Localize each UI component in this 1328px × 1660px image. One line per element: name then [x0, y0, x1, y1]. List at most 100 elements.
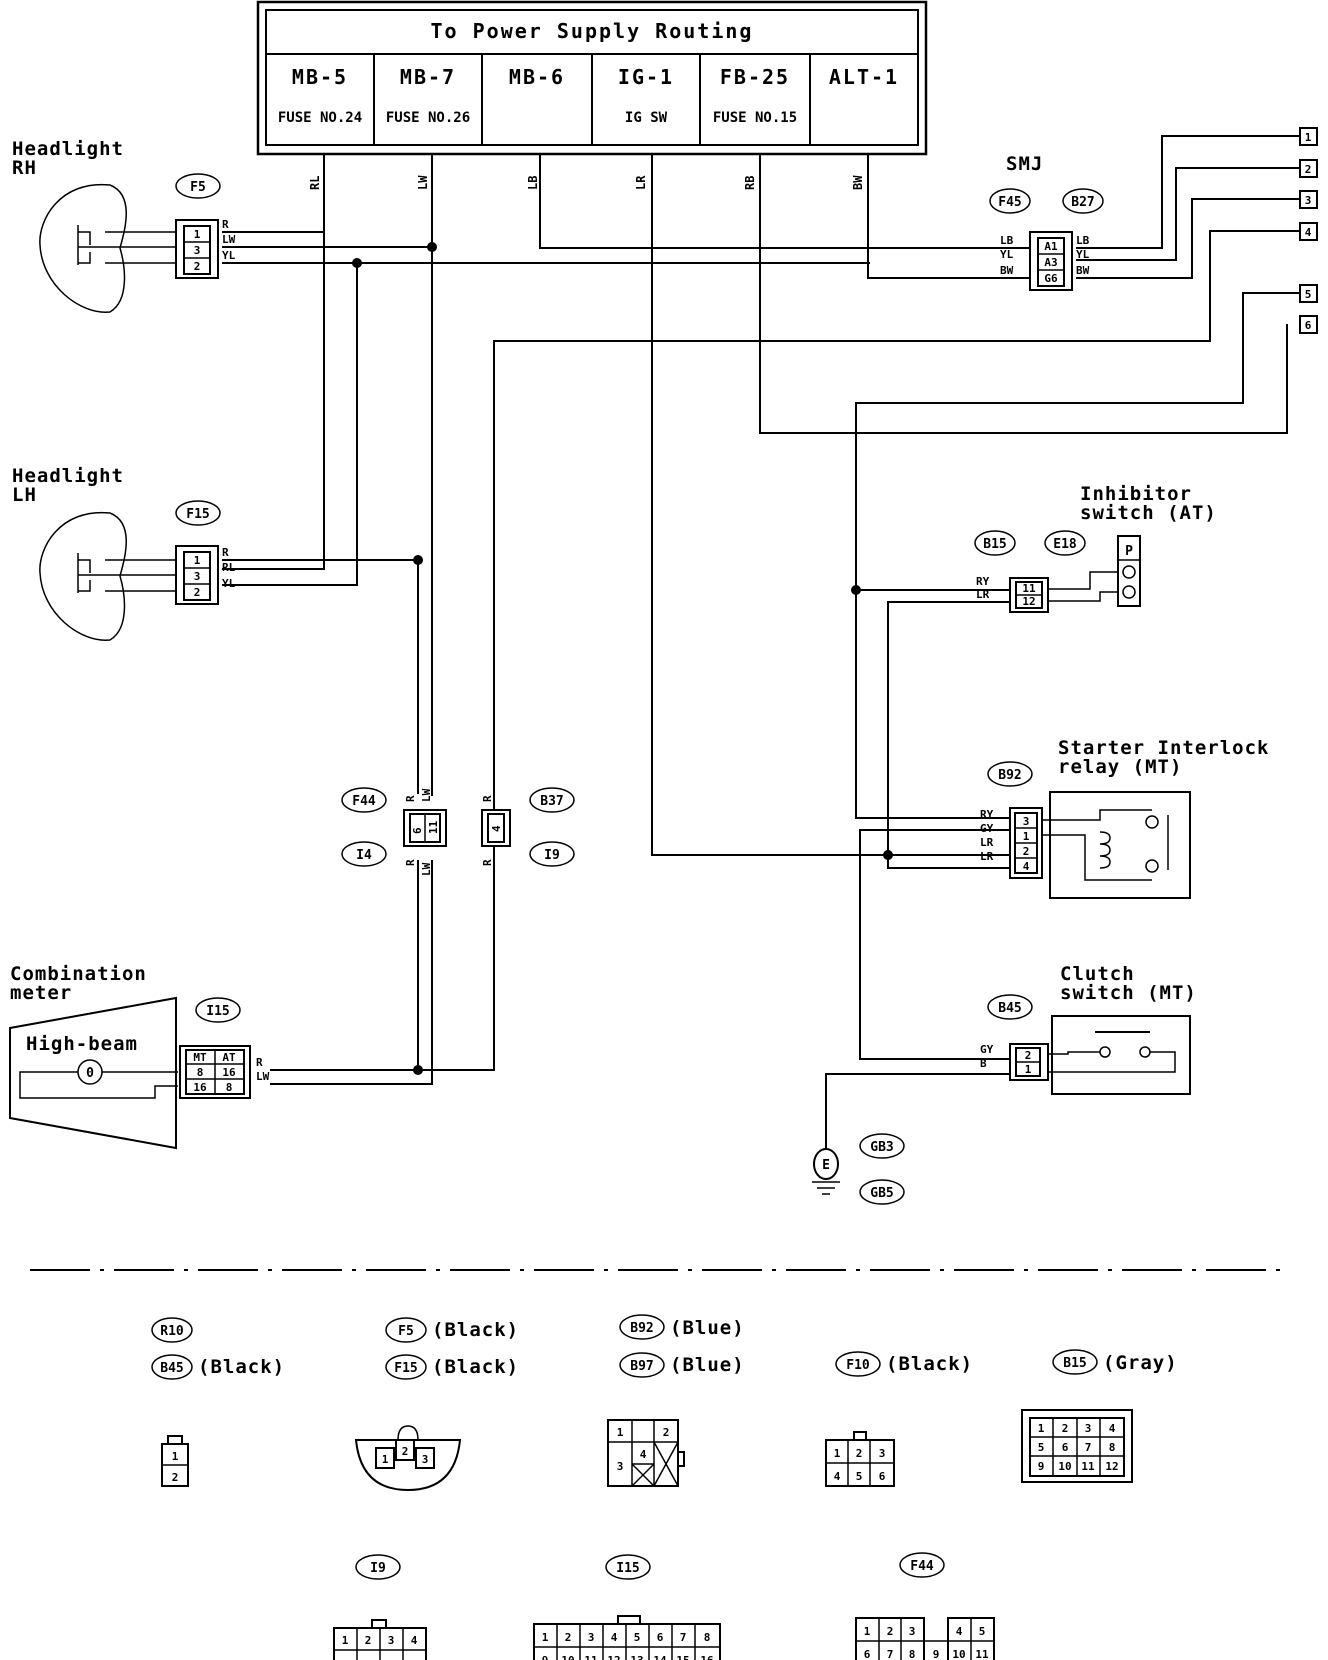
connector-tag-label: F44 [352, 794, 376, 809]
inhibitor-label-2: switch (AT) [1080, 502, 1217, 524]
connector-tag-label: GB5 [870, 1186, 893, 1201]
pin-label: 1 [342, 1634, 349, 1647]
pin-label: A1 [1044, 240, 1058, 253]
connector-tag-label: GB3 [870, 1140, 893, 1155]
power-box-title: To Power Supply Routing [431, 19, 754, 43]
pin-label: 4 [1109, 1422, 1116, 1435]
pin-label: 1 [194, 554, 201, 567]
pin-label: 3 [388, 1634, 395, 1647]
pin-label: 2 [1025, 1049, 1032, 1062]
legend-tag: F15 [394, 1361, 417, 1376]
pin-label: 4 [834, 1470, 841, 1483]
pin-label: 3 [1085, 1422, 1092, 1435]
pin-label: 10 [952, 1648, 965, 1660]
connector-tag [175, 500, 221, 526]
pin-label: 2 [887, 1625, 894, 1638]
connector-tag [175, 173, 221, 199]
wire-label: BW [1000, 264, 1014, 277]
power-cell-sub: FUSE NO.26 [386, 110, 470, 126]
wire-label: LW [222, 233, 236, 246]
pin-label: 2 [365, 1634, 372, 1647]
wire-label: LR [976, 588, 990, 601]
pin-label: 4 [611, 1631, 618, 1644]
off-page-connectors: 1 2 3 4 5 6 [1299, 127, 1318, 334]
pin-label: G6 [1044, 272, 1058, 285]
power-cell-name: MB-6 [509, 65, 565, 89]
connector-tag-label: B92 [998, 768, 1021, 783]
headlight-lh-label: Headlight [12, 465, 124, 487]
pin-label: 2 [856, 1447, 863, 1460]
connector-tag-label: I15 [206, 1004, 229, 1019]
legend-color: (Black) [198, 1356, 285, 1378]
wire-label: LB [1000, 234, 1014, 247]
pin-label: 3 [588, 1631, 595, 1644]
pin-label: 2 [194, 260, 201, 273]
pin-label: 5 [979, 1625, 986, 1638]
wire-label: YL [222, 249, 236, 262]
wires [222, 135, 1300, 1150]
connector-tag-label: B45 [998, 1001, 1021, 1016]
legend-color: (Blue) [670, 1354, 745, 1376]
wire-label: RL [222, 561, 236, 574]
pin-label: 1 [617, 1426, 624, 1439]
pin-label: 8 [704, 1631, 711, 1644]
wire-label: R [222, 218, 229, 231]
pin-label: 13 [630, 1654, 643, 1660]
clutch-label-2: switch (MT) [1060, 982, 1197, 1004]
wire-label: R [256, 1056, 263, 1069]
wire-label: YL [222, 577, 236, 590]
connector-tag-label: F45 [998, 195, 1021, 210]
power-cell-name: MB-7 [400, 65, 456, 89]
inhibitor-switch: Inhibitor switch (AT) B15 E18 11 12 RY L… [974, 483, 1217, 613]
connector-tag-label: E18 [1053, 537, 1077, 552]
pin-label: 2 [1023, 845, 1030, 858]
wire-label: LB [526, 176, 540, 190]
pin-label: 1 [1023, 830, 1030, 843]
pin-label: 16 [700, 1654, 714, 1660]
legend-tag: F5 [398, 1324, 414, 1339]
pin-label: 3 [422, 1453, 429, 1466]
connector-tag-label: B15 [983, 537, 1006, 552]
wire-label: YL [1000, 248, 1014, 261]
legend-color: (Black) [886, 1353, 973, 1375]
pin-label: 9 [542, 1654, 549, 1660]
pin-label: 4 [640, 1448, 647, 1461]
pin-label: 11 [584, 1654, 598, 1660]
wire-label: LR [634, 175, 648, 190]
pin-label: 2 [1062, 1422, 1069, 1435]
power-cell-name: FB-25 [720, 65, 790, 89]
pin-label: A3 [1044, 256, 1057, 269]
pin-label: 2 [565, 1631, 572, 1644]
power-cell-name: MB-5 [292, 65, 348, 89]
pin-label: 7 [887, 1648, 894, 1660]
legend-tag: B97 [630, 1359, 653, 1374]
wire-label: R [404, 795, 417, 802]
pin-label: 5 [634, 1631, 641, 1644]
legend-i9: I9 1 2 3 4 [333, 1554, 427, 1660]
wire-label: RY [976, 575, 990, 588]
pin-label: 8 [197, 1066, 204, 1079]
pin-label: 6 [864, 1648, 871, 1660]
headlight-lh: Headlight LH F15 1 3 2 R RL YL [12, 465, 236, 641]
wire-label: LW [420, 862, 433, 876]
pin-label: 5 [1038, 1441, 1045, 1454]
pin-label: 11 [427, 820, 440, 834]
pin-label: 9 [1038, 1460, 1045, 1473]
wire-label: R [404, 859, 417, 866]
headlight-rh-label: Headlight [12, 138, 124, 160]
pin-label: 1 [194, 228, 201, 241]
legend-b92-b97: B92 (Blue) B97 (Blue) 1 2 3 4 [607, 1314, 745, 1487]
pin-label: 6 [1062, 1441, 1069, 1454]
smj-label: SMJ [1006, 153, 1043, 175]
ground-icon [813, 1148, 839, 1180]
legend-color: (Blue) [670, 1317, 745, 1339]
pin-label: 1 [864, 1625, 871, 1638]
pin-label: 4 [1023, 860, 1030, 873]
pin-label: 9 [933, 1648, 940, 1660]
pin-label: 11 [1022, 582, 1036, 595]
meter-body [9, 996, 177, 1150]
pin-label: 12 [607, 1654, 620, 1660]
legend-tag: B15 [1063, 1356, 1086, 1371]
wire-label: R [481, 859, 494, 866]
wire-label: YL [1076, 248, 1090, 261]
